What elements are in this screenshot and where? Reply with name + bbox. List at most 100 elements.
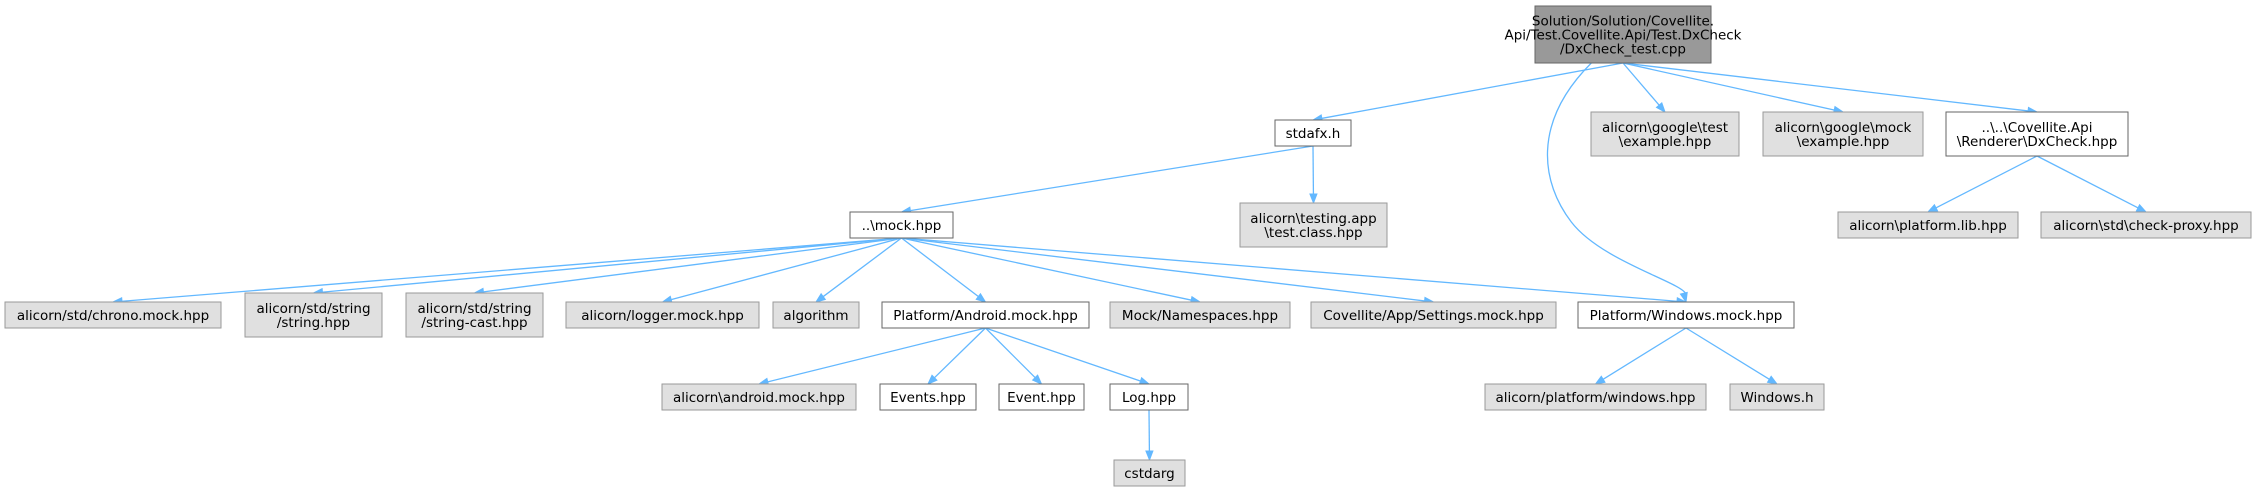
node-label: Windows.h bbox=[1740, 390, 1813, 406]
node-label: algorithm bbox=[783, 308, 848, 324]
edge-mock-to-algorithm bbox=[814, 237, 902, 303]
node-box bbox=[565, 301, 760, 329]
edge-dxcheck-to-checkproxy bbox=[2036, 155, 2148, 213]
edge-mock-to-windows bbox=[901, 237, 1688, 306]
node-box bbox=[1484, 383, 1707, 411]
node-windowsh: Windows.h bbox=[1729, 383, 1825, 411]
node-log[interactable]: Log.hpp bbox=[1109, 383, 1189, 411]
node-label: cstdarg bbox=[1124, 466, 1174, 482]
node-androidmock: alicorn\android.mock.hpp bbox=[661, 383, 857, 411]
node-testingapp: alicorn\testing.app\test.class.hpp bbox=[1239, 202, 1388, 248]
node-box bbox=[1577, 301, 1795, 329]
node-android[interactable]: Platform/Android.mock.hpp bbox=[881, 301, 1090, 329]
edge-android-to-log bbox=[985, 327, 1151, 385]
node-label: Api/Test.Covellite.Api/Test.DxCheck bbox=[1505, 28, 1742, 44]
node-label: Events.hpp bbox=[890, 390, 966, 406]
edge-windows-to-platformwin bbox=[1594, 327, 1687, 385]
edge-windows-to-windowsh bbox=[1685, 327, 1779, 385]
node-settings: Covellite/App/Settings.mock.hpp bbox=[1310, 301, 1557, 329]
node-algorithm: algorithm bbox=[772, 301, 860, 329]
node-label: Event.hpp bbox=[1007, 390, 1076, 406]
node-checkproxy: alicorn\std\check-proxy.hpp bbox=[2040, 211, 2252, 239]
edge-root-to-dxcheck bbox=[1622, 62, 2039, 116]
edge-android-to-event bbox=[985, 327, 1043, 385]
edge-root-to-stdafx bbox=[1311, 62, 1624, 123]
node-label: alicorn/logger.mock.hpp bbox=[581, 308, 744, 324]
node-label: \example.hpp bbox=[1797, 134, 1890, 150]
node-label: Platform/Android.mock.hpp bbox=[893, 308, 1078, 324]
nodes: Solution/Solution/Covellite.Api/Test.Cov… bbox=[4, 5, 2252, 487]
node-label: stdafx.h bbox=[1286, 126, 1341, 142]
node-label: alicorn\android.mock.hpp bbox=[673, 390, 845, 406]
node-dxcheck[interactable]: ..\..\Covellite.Api\Renderer\DxCheck.hpp bbox=[1945, 111, 2129, 157]
node-box bbox=[1945, 111, 2129, 157]
node-logger: alicorn/logger.mock.hpp bbox=[565, 301, 760, 329]
node-box bbox=[1762, 111, 1924, 157]
edge-android-to-androidmock bbox=[757, 327, 986, 386]
edges bbox=[111, 62, 2148, 462]
node-label: alicorn/std/string bbox=[256, 301, 370, 317]
node-events[interactable]: Events.hpp bbox=[879, 383, 977, 411]
edge-mock-to-string bbox=[312, 237, 902, 297]
node-label: Solution/Solution/Covellite. bbox=[1532, 14, 1714, 30]
node-string: alicorn/std/string/string.hpp bbox=[244, 292, 383, 338]
node-label: /string-cast.hpp bbox=[421, 315, 527, 331]
node-label: alicorn\std\check-proxy.hpp bbox=[2053, 218, 2238, 234]
node-label: \Renderer\DxCheck.hpp bbox=[1957, 134, 2118, 150]
edge-dxcheck-to-platformlib bbox=[1926, 155, 2038, 213]
node-cstdarg: cstdarg bbox=[1113, 459, 1186, 487]
node-label: Covellite/App/Settings.mock.hpp bbox=[1323, 308, 1544, 324]
node-box bbox=[1310, 301, 1557, 329]
node-box bbox=[772, 301, 860, 329]
node-label: alicorn/std/string bbox=[417, 301, 531, 317]
node-gtest: alicorn\google\test\example.hpp bbox=[1590, 111, 1740, 157]
node-label: ..\..\Covellite.Api bbox=[1982, 120, 2093, 136]
node-label: /string.hpp bbox=[277, 315, 350, 331]
node-label: Platform/Windows.mock.hpp bbox=[1590, 308, 1783, 324]
edge-stdafx-to-testingapp bbox=[1309, 145, 1318, 205]
node-windows[interactable]: Platform/Windows.mock.hpp bbox=[1577, 301, 1795, 329]
edge-android-to-events bbox=[927, 327, 986, 385]
node-gmock: alicorn\google\mock\example.hpp bbox=[1762, 111, 1924, 157]
node-box bbox=[405, 292, 544, 338]
node-box bbox=[1239, 202, 1388, 248]
node-label: alicorn/std/chrono.mock.hpp bbox=[17, 308, 209, 324]
node-box bbox=[1274, 119, 1352, 147]
node-namespaces: Mock/Namespaces.hpp bbox=[1109, 301, 1291, 329]
node-label: \test.class.hpp bbox=[1264, 225, 1362, 241]
node-box bbox=[244, 292, 383, 338]
node-box bbox=[1590, 111, 1740, 157]
node-box bbox=[1113, 459, 1186, 487]
node-box bbox=[661, 383, 857, 411]
node-root[interactable]: Solution/Solution/Covellite.Api/Test.Cov… bbox=[1505, 5, 1742, 64]
edge-root-to-gtest bbox=[1622, 62, 1666, 114]
node-label: alicorn\google\test bbox=[1602, 120, 1728, 136]
node-box bbox=[1534, 5, 1712, 64]
node-box bbox=[2040, 211, 2252, 239]
edge-mock-to-android bbox=[901, 237, 987, 303]
node-box bbox=[1109, 383, 1189, 411]
node-label: alicorn\platform.lib.hpp bbox=[1849, 218, 2007, 234]
node-box bbox=[1109, 301, 1291, 329]
node-box bbox=[881, 301, 1090, 329]
node-label: alicorn/platform/windows.hpp bbox=[1495, 390, 1695, 406]
node-stringcast: alicorn/std/string/string-cast.hpp bbox=[405, 292, 544, 338]
node-box bbox=[1837, 211, 2019, 239]
node-event[interactable]: Event.hpp bbox=[998, 383, 1085, 411]
node-box bbox=[1729, 383, 1825, 411]
node-label: ..\mock.hpp bbox=[862, 218, 942, 234]
node-box bbox=[879, 383, 977, 411]
node-box bbox=[4, 301, 222, 329]
node-label: alicorn\google\mock bbox=[1775, 120, 1912, 136]
node-label: \example.hpp bbox=[1619, 134, 1712, 150]
edge-log-to-cstdarg bbox=[1145, 409, 1154, 462]
node-mock[interactable]: ..\mock.hpp bbox=[849, 211, 954, 239]
edge-root-to-windows bbox=[1546, 62, 1688, 304]
node-chrono: alicorn/std/chrono.mock.hpp bbox=[4, 301, 222, 329]
node-box bbox=[998, 383, 1085, 411]
node-stdafx[interactable]: stdafx.h bbox=[1274, 119, 1352, 147]
node-label: Mock/Namespaces.hpp bbox=[1122, 308, 1278, 324]
node-box bbox=[849, 211, 954, 239]
node-label: /DxCheck_test.cpp bbox=[1560, 42, 1686, 58]
